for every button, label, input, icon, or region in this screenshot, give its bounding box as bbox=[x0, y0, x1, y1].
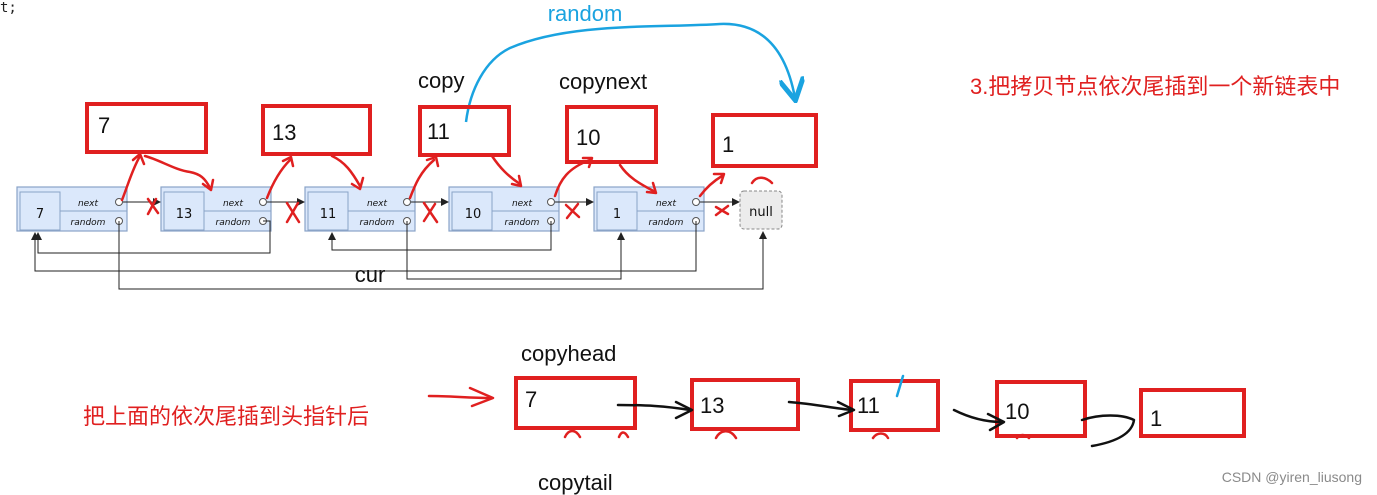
svg-text:11: 11 bbox=[427, 119, 450, 144]
null-node: null bbox=[739, 190, 783, 230]
svg-text:next: next bbox=[223, 199, 244, 209]
random-pointer-arrow bbox=[464, 22, 795, 123]
copytail-label: copytail bbox=[538, 470, 613, 495]
copy-node-box: 11 bbox=[418, 105, 511, 157]
copy-node-box: 7 bbox=[85, 102, 208, 154]
svg-text:7: 7 bbox=[98, 113, 110, 138]
svg-text:random: random bbox=[649, 218, 684, 228]
random-pointer-lines bbox=[31, 220, 767, 290]
list-node: 10 next random bbox=[448, 186, 560, 232]
svg-text:10: 10 bbox=[1005, 399, 1029, 424]
list-node: 7 next random bbox=[16, 186, 128, 232]
svg-text:1: 1 bbox=[1150, 406, 1162, 431]
list-node: 11 next random bbox=[304, 186, 416, 232]
svg-text:10: 10 bbox=[576, 125, 600, 150]
new-list-links bbox=[616, 374, 1136, 448]
svg-text:next: next bbox=[512, 199, 533, 209]
red-partial-arcs bbox=[563, 429, 1031, 440]
new-list-node: 7 bbox=[514, 376, 637, 430]
svg-text:1: 1 bbox=[613, 207, 621, 222]
svg-text:11: 11 bbox=[857, 393, 880, 418]
list-node: 13 next random bbox=[160, 186, 272, 232]
svg-text:7: 7 bbox=[525, 387, 537, 412]
svg-text:random: random bbox=[360, 218, 395, 228]
copyhead-label: copyhead bbox=[521, 341, 616, 366]
svg-text:13: 13 bbox=[176, 207, 193, 222]
svg-text:7: 7 bbox=[36, 207, 44, 222]
svg-text:11: 11 bbox=[320, 207, 337, 222]
svg-text:random: random bbox=[505, 218, 540, 228]
new-list-node: 10 bbox=[995, 380, 1087, 438]
red-annotation-strokes bbox=[120, 152, 774, 408]
svg-text:random: random bbox=[216, 218, 251, 228]
svg-text:random: random bbox=[71, 218, 106, 228]
copy-node-box: 10 bbox=[565, 105, 658, 164]
svg-text:next: next bbox=[78, 199, 99, 209]
code-fragment: t; bbox=[0, 0, 17, 16]
cur-label: cur bbox=[355, 262, 386, 287]
svg-text:13: 13 bbox=[700, 393, 724, 418]
new-list-node: 1 bbox=[1139, 388, 1246, 438]
svg-text:null: null bbox=[749, 205, 773, 220]
random-label: random bbox=[548, 1, 623, 26]
list-node: 1 next random bbox=[593, 186, 705, 232]
copy-node-box: 13 bbox=[261, 104, 372, 156]
copy-label: copy bbox=[418, 68, 464, 93]
svg-text:next: next bbox=[367, 199, 388, 209]
svg-text:10: 10 bbox=[465, 207, 482, 222]
svg-text:next: next bbox=[656, 199, 677, 209]
watermark: CSDN @yiren_liusong bbox=[1222, 469, 1362, 485]
new-list-node: 11 bbox=[849, 379, 940, 432]
tail-insert-annotation: 把上面的依次尾插到头指针后 bbox=[83, 404, 369, 429]
copy-node-box: 1 bbox=[711, 113, 818, 168]
new-list-node: 13 bbox=[690, 378, 800, 431]
svg-text:13: 13 bbox=[272, 120, 296, 145]
step-annotation: 3.把拷贝节点依次尾插到一个新链表中 bbox=[970, 74, 1340, 99]
svg-text:1: 1 bbox=[722, 132, 734, 157]
copynext-label: copynext bbox=[559, 69, 647, 94]
